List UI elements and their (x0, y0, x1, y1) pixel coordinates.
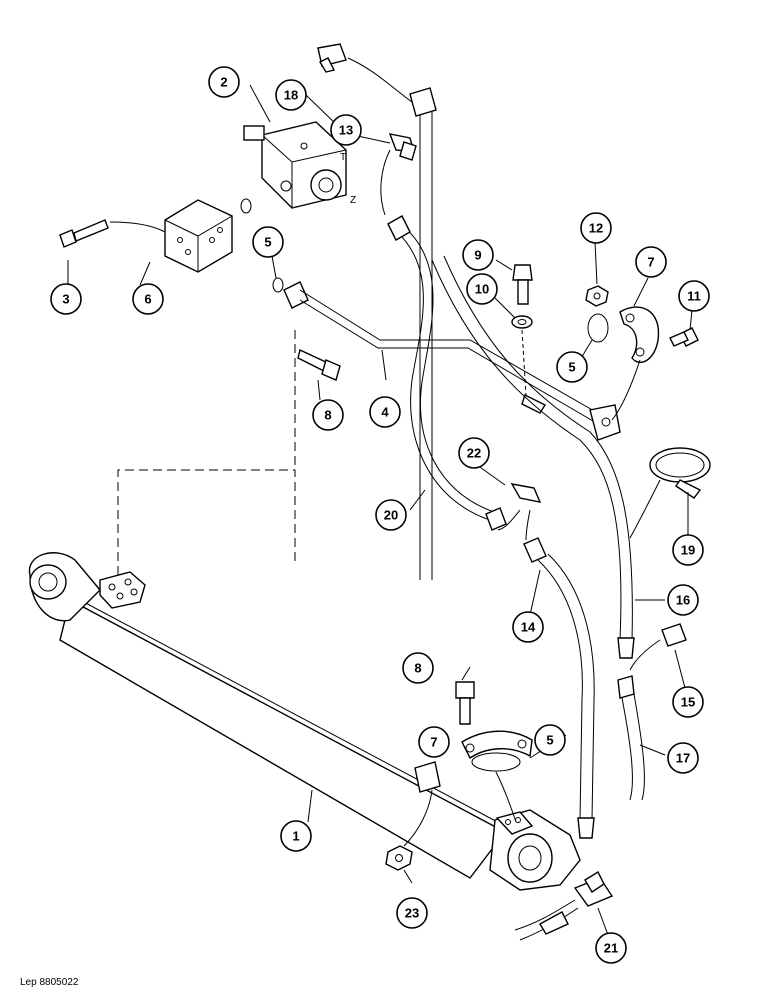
svg-text:19: 19 (681, 543, 695, 558)
svg-text:2: 2 (220, 75, 227, 90)
fitting (317, 43, 347, 73)
svg-text:5: 5 (546, 733, 553, 748)
svg-text:4: 4 (381, 405, 389, 420)
o-ring (240, 198, 252, 214)
svg-text:13: 13 (339, 123, 353, 138)
callout-15: 15 (672, 686, 704, 718)
tee-fitting (573, 871, 614, 907)
svg-text:9: 9 (474, 248, 481, 263)
callout-2: 2 (208, 66, 240, 98)
callout-21: 21 (595, 932, 627, 964)
svg-text:10: 10 (475, 282, 489, 297)
svg-text:7: 7 (647, 255, 654, 270)
callout-6: 6 (132, 283, 164, 315)
svg-text:1: 1 (292, 829, 299, 844)
hose (431, 255, 635, 659)
callout-8: 8 (312, 399, 344, 431)
bolt (512, 264, 533, 305)
svg-text:14: 14 (521, 620, 536, 635)
callout-7: 7 (635, 246, 667, 278)
port-label-z: Z (350, 195, 356, 206)
svg-text:3: 3 (62, 292, 69, 307)
callout-20: 20 (375, 499, 407, 531)
svg-text:6: 6 (144, 292, 151, 307)
mounting-block (164, 199, 233, 273)
callout-11: 11 (678, 280, 710, 312)
callout-10: 10 (466, 273, 498, 305)
callout-8: 8 (402, 652, 434, 684)
callout-19: 19 (672, 534, 704, 566)
washer (511, 315, 533, 329)
nut (585, 285, 609, 307)
svg-text:8: 8 (324, 408, 331, 423)
drawing-reference: Lep 8805022 (20, 977, 79, 988)
svg-text:8: 8 (414, 661, 421, 676)
callout-5: 5 (534, 724, 566, 756)
svg-text:5: 5 (264, 235, 271, 250)
svg-text:22: 22 (467, 446, 481, 461)
clamp-half (461, 730, 533, 760)
svg-text:7: 7 (430, 735, 437, 750)
control-valve: T Z (243, 121, 356, 209)
svg-text:15: 15 (681, 695, 695, 710)
svg-text:18: 18 (284, 88, 298, 103)
port-label-t: T (340, 152, 346, 163)
bolt (455, 681, 475, 725)
svg-text:20: 20 (384, 508, 398, 523)
svg-text:17: 17 (676, 751, 690, 766)
callout-14: 14 (512, 611, 544, 643)
cable-tie (649, 447, 711, 499)
o-ring (471, 752, 521, 772)
callout-22: 22 (458, 437, 490, 469)
callout-3: 3 (50, 283, 82, 315)
callout-7: 7 (418, 726, 450, 758)
callout-18: 18 (275, 79, 307, 111)
callout-9: 9 (462, 239, 494, 271)
hose (617, 675, 645, 801)
svg-text:23: 23 (405, 906, 419, 921)
hose (409, 87, 437, 580)
callout-17: 17 (667, 742, 699, 774)
fitting (510, 483, 542, 503)
callout-1: 1 (280, 820, 312, 852)
callout-5: 5 (556, 351, 588, 383)
bolt (59, 219, 109, 248)
svg-text:5: 5 (568, 360, 575, 375)
bolt (669, 327, 699, 347)
nut (385, 845, 413, 871)
clamp-half (619, 306, 660, 363)
callout-16: 16 (667, 584, 699, 616)
hose (523, 537, 595, 839)
svg-text:11: 11 (687, 289, 701, 304)
assembly-line (117, 469, 296, 575)
callout-13: 13 (330, 114, 362, 146)
svg-text:12: 12 (589, 221, 603, 236)
svg-text:16: 16 (676, 593, 690, 608)
callout-5: 5 (252, 226, 284, 258)
fitting (661, 623, 687, 647)
callout-4: 4 (369, 396, 401, 428)
o-ring (272, 277, 284, 293)
svg-text:21: 21 (604, 941, 618, 956)
fitting (388, 133, 417, 161)
o-ring (587, 313, 609, 343)
hydraulic-cylinder (28, 552, 581, 891)
bolt (297, 349, 341, 381)
callout-23: 23 (396, 897, 428, 929)
callout-12: 12 (580, 212, 612, 244)
